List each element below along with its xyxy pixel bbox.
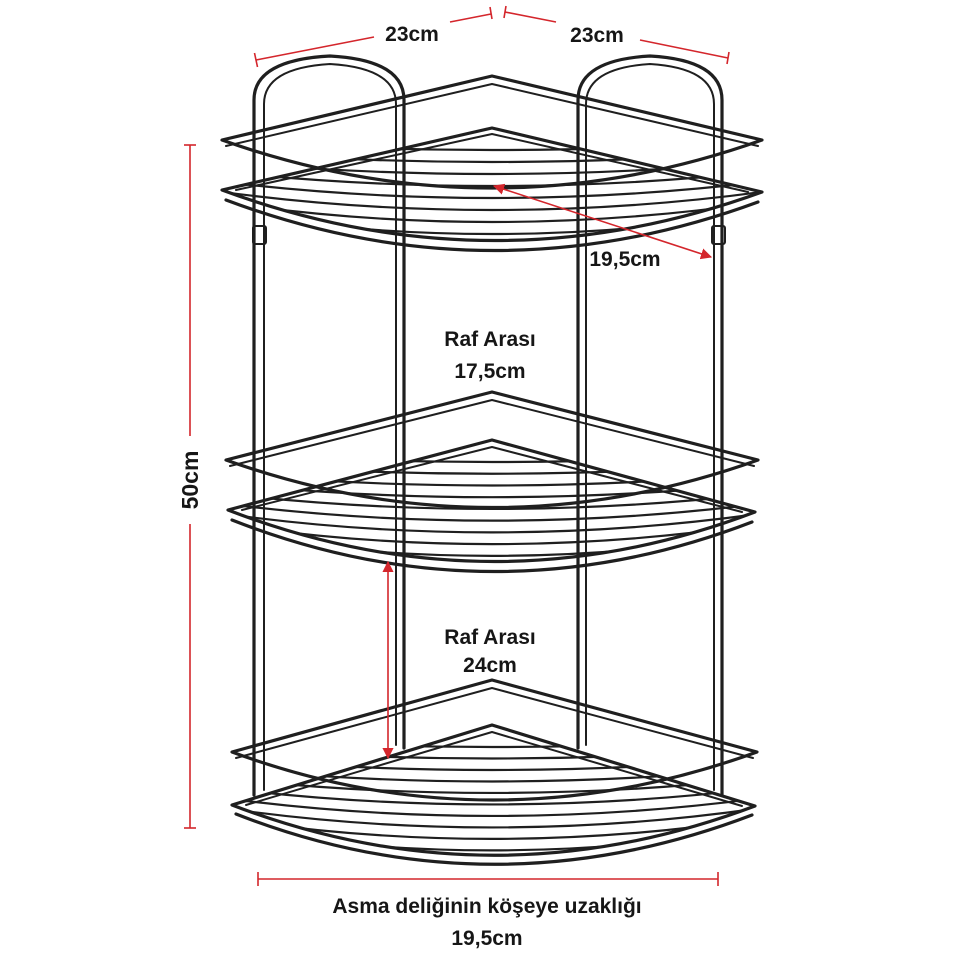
right-hook-post-inner: [585, 63, 715, 791]
bottom-shelf-guard-rail: [230, 678, 759, 802]
hanging-distance-title: Asma deliğinin köşeye uzaklığı: [332, 895, 641, 918]
bottom-shelf-basket-inner: [245, 731, 743, 807]
upper-gap-title: Raf Arası: [444, 328, 535, 351]
top-shelf-front-lip: [224, 198, 760, 253]
width-left-line-b: [449, 13, 492, 23]
left-hook-post-inner: [263, 63, 397, 791]
bottom-shelf-basket: [230, 723, 757, 857]
shelf-frame-posts: [252, 54, 726, 797]
bottom-shelf-guard-rail-inner: [235, 687, 754, 759]
top-shelf-guard-rail-inner: [225, 83, 759, 147]
right-hook-highlight: [581, 59, 719, 792]
depth-label: 19,5cm: [589, 248, 660, 271]
width-right-tick-end: [726, 51, 730, 65]
width-right-tick-start: [503, 5, 507, 19]
hanging-distance-value: 19,5cm: [451, 927, 522, 950]
width-left-tick-end: [489, 6, 493, 20]
bottom-shelf-front-lip: [234, 812, 754, 866]
middle-shelf-basket-inner: [241, 446, 743, 513]
width-right-line-a: [504, 11, 557, 23]
top-shelf-basket-inner: [235, 133, 749, 193]
right-hook-post-outer: [576, 54, 724, 797]
width-left-label: 23cm: [385, 23, 439, 46]
basket-slat: [222, 179, 762, 212]
dimension-lines: [184, 5, 730, 886]
width-right-label: 23cm: [570, 24, 624, 47]
left-hook-highlight: [257, 59, 401, 790]
left-hook-post-outer: [252, 54, 406, 797]
width-left-line-a: [255, 36, 375, 61]
width-left-tick-start: [253, 52, 259, 68]
upper-gap-value: 17,5cm: [454, 360, 525, 383]
middle-shelf-front-lip: [230, 518, 754, 574]
basket-slat: [232, 848, 755, 856]
width-right-line-b: [639, 39, 729, 59]
depth-arrow: [492, 183, 713, 260]
middle-shelf-basket: [226, 438, 757, 564]
dimension-labels: 23cm 23cm 19,5cm 50cm Raf Arası 17,5cm R…: [177, 23, 661, 950]
lower-gap-title: Raf Arası: [444, 626, 535, 649]
height-label: 50cm: [177, 451, 203, 510]
lower-gap-value: 24cm: [463, 654, 517, 677]
middle-shelf-guard-rail: [224, 390, 760, 510]
left-wall-bracket: [252, 225, 267, 245]
middle-shelf-guard-rail-inner: [229, 399, 755, 467]
